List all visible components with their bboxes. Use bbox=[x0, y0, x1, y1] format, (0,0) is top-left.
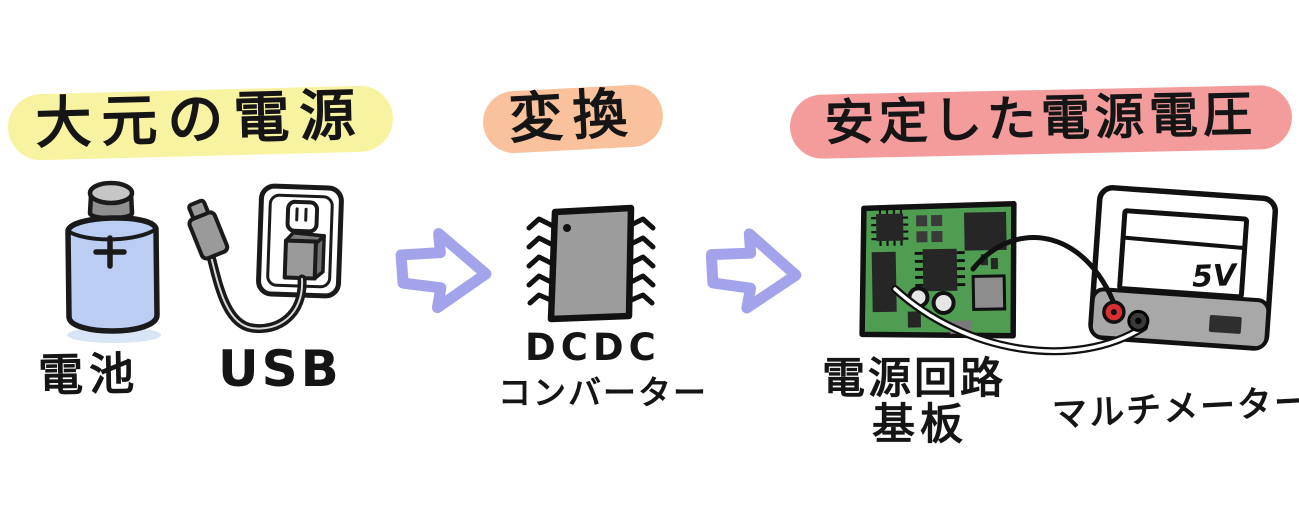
circuit-board-label-line1: 電源回路 bbox=[822, 354, 1006, 404]
dcdc-converter-chip-icon bbox=[526, 204, 656, 323]
multimeter-button bbox=[1208, 314, 1242, 334]
stage-title-convert: 変換 bbox=[481, 81, 665, 155]
probe-wire-red bbox=[970, 235, 1122, 320]
dcdc-label-line1: DCDC bbox=[525, 326, 661, 369]
outlet-socket bbox=[285, 199, 320, 234]
multimeter-terminals bbox=[1102, 300, 1150, 332]
stage-title-convert-text: 変換 bbox=[507, 81, 639, 151]
usb-connector bbox=[187, 198, 230, 261]
stable-output-illustration: 5V bbox=[859, 185, 1279, 356]
chip-body bbox=[547, 204, 635, 323]
flow-arrow-2 bbox=[705, 228, 802, 314]
circuit-board-label-line2: 基板 bbox=[872, 400, 968, 450]
dcdc-label-line2: コンバーター bbox=[498, 373, 708, 412]
usb-charger-block bbox=[282, 231, 326, 281]
stage-title-stable: 安定した電源電圧 bbox=[789, 84, 1293, 160]
usb-label: USB bbox=[218, 340, 342, 398]
stage-title-stable-text: 安定した電源電圧 bbox=[824, 85, 1258, 152]
stage-title-source-text: 大元の電源 bbox=[34, 83, 367, 157]
plus-icon bbox=[93, 235, 127, 269]
battery-label: 電池 bbox=[37, 347, 141, 402]
outlet-plate bbox=[256, 183, 344, 299]
battery-body bbox=[65, 215, 160, 334]
screen-divider bbox=[1123, 235, 1244, 251]
flow-arrow-1 bbox=[395, 227, 492, 314]
multimeter-screen bbox=[1117, 208, 1250, 300]
probe-wires bbox=[891, 235, 1148, 356]
usb-cable-outlet-icon bbox=[187, 183, 344, 334]
stage-title-source: 大元の電源 bbox=[7, 83, 394, 162]
battery-icon bbox=[65, 180, 161, 343]
multimeter-label: マルチメーター bbox=[1051, 382, 1299, 436]
chip-pins bbox=[526, 216, 656, 306]
multimeter-reading: 5V bbox=[1191, 258, 1239, 295]
chip-pin1-dot bbox=[563, 224, 571, 232]
multimeter-icon: 5V bbox=[1088, 185, 1279, 351]
battery-cap-top bbox=[87, 180, 135, 206]
